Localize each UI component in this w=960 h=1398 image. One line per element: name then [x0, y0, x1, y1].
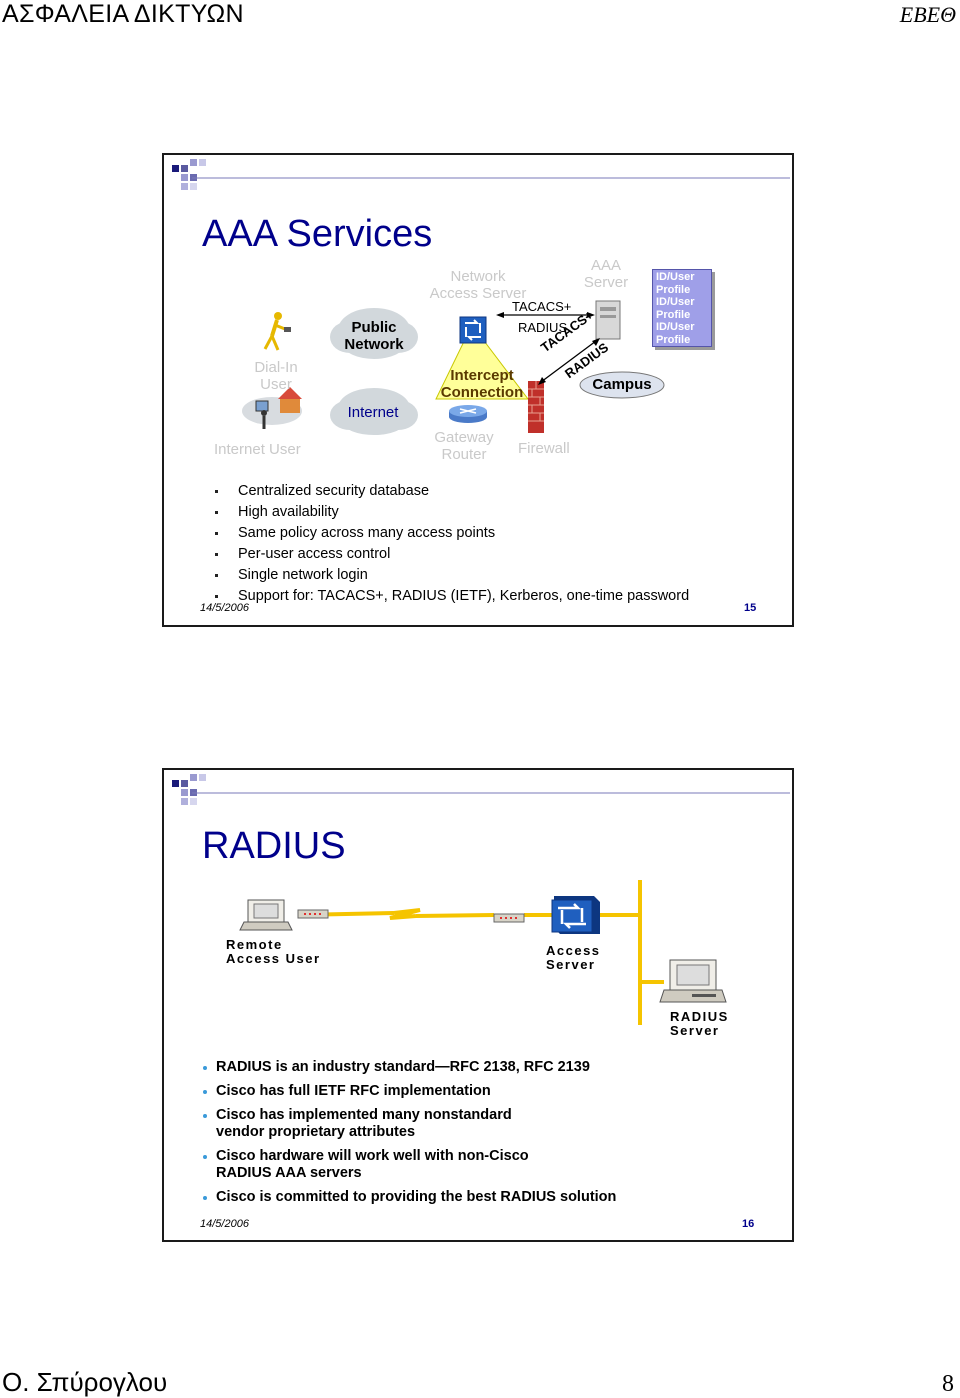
dial-in-user-icon: [263, 312, 291, 351]
list-item: Cisco hardware will work well with non-C…: [203, 1148, 561, 1182]
list-item: Same policy across many access points: [214, 523, 689, 544]
slide-page-number: 16: [742, 1218, 755, 1230]
firewall-label: Firewall: [518, 440, 570, 457]
modem-icon: [297, 909, 329, 919]
campus-arrow-icon: [538, 338, 600, 385]
slide-aaa-services: AAA Services: [162, 153, 794, 627]
access-server-icon: [551, 896, 600, 934]
internet-user-icon: [242, 387, 302, 429]
list-item: Cisco is committed to providing the best…: [202, 1189, 617, 1205]
firewall-icon: [528, 381, 544, 433]
aaa-bullet-list: Centralized security database High avail…: [214, 481, 689, 607]
tacacs-top-label: TACACS+: [512, 299, 572, 314]
document-header-org: ΕΒΕΘ: [899, 2, 956, 27]
slide-radius: RADIUS: [162, 768, 794, 1242]
gateway-router-icon: [449, 405, 487, 423]
list-item: Cisco has full IETF RFC implementation: [202, 1083, 616, 1100]
aaa-diagram: [242, 300, 665, 435]
modem-icon: [493, 913, 525, 923]
document-header-title: ΑΣΦΑΛΕΙΑ ΔΙΚΤΥΩΝ: [2, 0, 244, 28]
list-item: Support for: TACACS+, RADIUS (IETF), Ker…: [214, 586, 689, 607]
slide-date: 14/5/2006: [200, 1218, 249, 1230]
slide-page-number: 15: [744, 602, 757, 614]
radius-bullet-list: RADIUS is an industry standard—RFC 2138,…: [202, 1059, 617, 1213]
radius-server-pc-icon: [659, 959, 727, 1003]
list-item: Per-user access control: [214, 544, 689, 565]
slide-title: RADIUS: [202, 825, 346, 867]
radius-diagram: [239, 880, 727, 1025]
list-item: Centralized security database: [214, 481, 689, 502]
remote-user-pc-icon: [239, 899, 293, 931]
document-page-number: 8: [942, 1371, 954, 1397]
network-access-server-icon: [459, 316, 487, 344]
list-item: Cisco has implemented many nonstandard v…: [203, 1107, 546, 1141]
network-link-icon: [297, 880, 664, 1025]
list-item: Single network login: [214, 565, 689, 586]
document-footer-author: Ο. Σπύρογλου: [2, 1367, 168, 1397]
tacacs-arrow-icon: [496, 312, 595, 318]
aaa-server-icon: [595, 300, 621, 340]
slide-date: 14/5/2006: [200, 602, 249, 614]
internet-cloud-icon: [330, 388, 418, 435]
campus-label: Campus: [592, 376, 652, 393]
slide-logo-icon: [172, 159, 790, 190]
list-item: High availability: [214, 502, 689, 523]
radius-top-label: RADIUS: [518, 320, 568, 335]
internet-user-label: Internet User: [214, 441, 301, 458]
public-network-cloud-icon: [330, 308, 418, 359]
slide-title: AAA Services: [202, 213, 433, 255]
internet-label: Internet: [347, 404, 399, 421]
campus-oval-icon: [579, 371, 665, 399]
id-user-profile-box: ID/User Profile ID/User Profile ID/User …: [652, 269, 712, 347]
slide-logo-icon: [172, 774, 790, 805]
list-item: RADIUS is an industry standard—RFC 2138,…: [202, 1059, 616, 1076]
